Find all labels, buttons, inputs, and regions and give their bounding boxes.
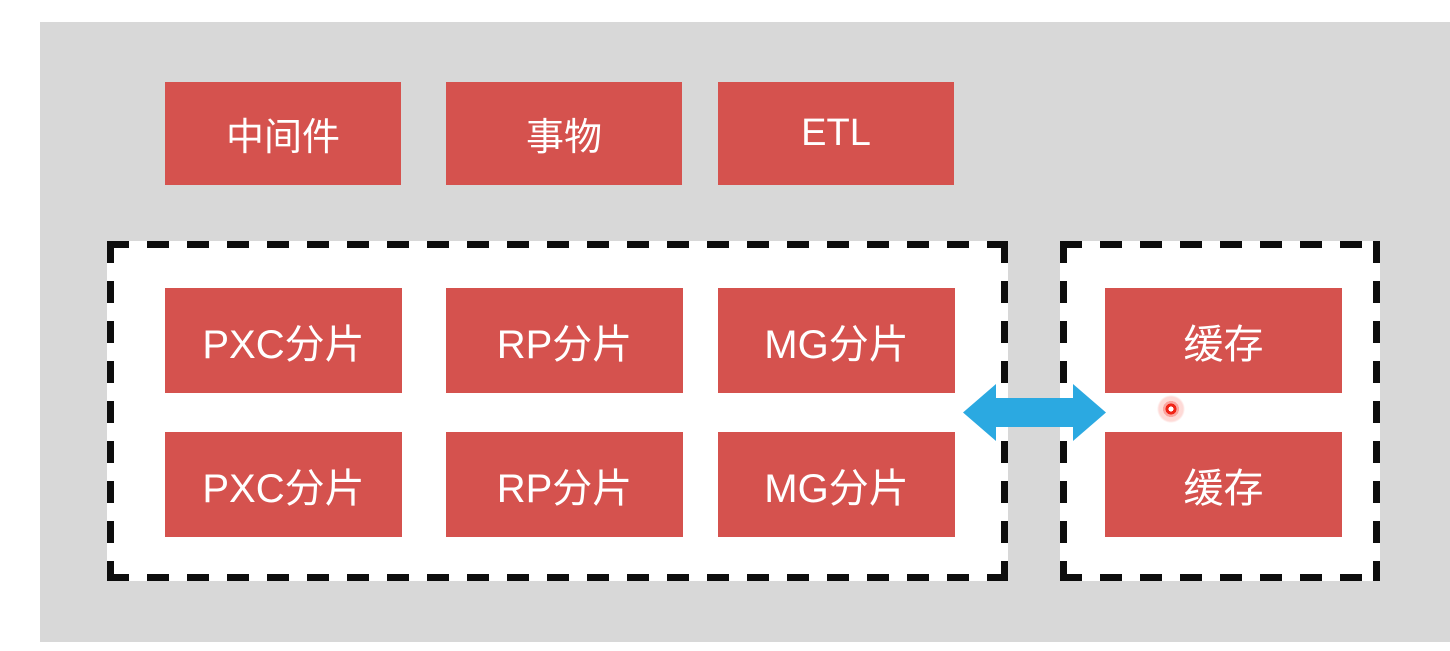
box-transaction: 事物 xyxy=(446,82,682,185)
box-rp-shard-2-label: RP分片 xyxy=(496,466,633,511)
box-rp-shard-1: RP分片 xyxy=(446,288,683,393)
box-rp-shard-2: RP分片 xyxy=(446,432,683,537)
box-middleware: 中间件 xyxy=(165,82,401,185)
box-middleware-label: 中间件 xyxy=(225,117,340,159)
box-cache-1-label: 缓存 xyxy=(1183,322,1264,367)
box-rp-shard-1-label: RP分片 xyxy=(496,322,633,367)
box-etl-label: ETL xyxy=(801,112,871,154)
double-arrow-icon xyxy=(963,384,1106,441)
box-cache-2: 缓存 xyxy=(1105,432,1342,537)
box-mg-shard-1-label: MG分片 xyxy=(764,322,909,367)
box-etl: ETL xyxy=(718,82,954,185)
box-pxc-shard-2-label: PXC分片 xyxy=(202,466,365,511)
box-cache-2-label: 缓存 xyxy=(1183,466,1264,511)
box-transaction-label: 事物 xyxy=(525,117,602,159)
box-mg-shard-2-label: MG分片 xyxy=(764,466,909,511)
box-mg-shard-2: MG分片 xyxy=(718,432,955,537)
box-mg-shard-1: MG分片 xyxy=(718,288,955,393)
box-pxc-shard-1-label: PXC分片 xyxy=(202,322,365,367)
box-pxc-shard-2: PXC分片 xyxy=(165,432,402,537)
box-cache-1: 缓存 xyxy=(1105,288,1342,393)
laser-pointer-dot xyxy=(1153,391,1189,427)
box-pxc-shard-1: PXC分片 xyxy=(165,288,402,393)
